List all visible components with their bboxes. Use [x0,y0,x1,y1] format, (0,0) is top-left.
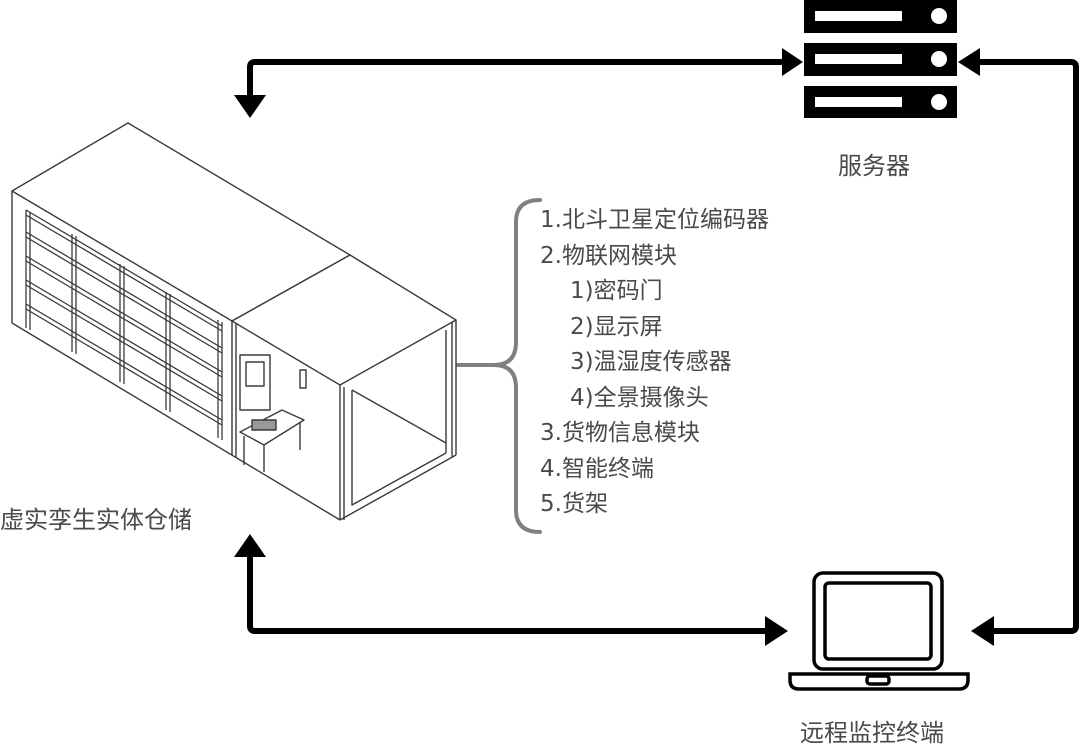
arrowhead-up [234,534,266,557]
list-item: 4.智能终端 [540,455,654,482]
connector-line [247,59,783,98]
server-label: 服务器 [838,152,910,180]
list-brace [456,198,542,534]
arrowhead-left [958,48,980,76]
server-unit [804,0,957,33]
list-item: 5.货架 [540,491,608,517]
list-item: 1.北斗卫星定位编码器 [540,207,769,233]
terminal-label: 远程监控终端 [800,719,944,747]
list-subitem: 4)全景摄像头 [570,384,709,411]
list-subitem: 3)温湿度传感器 [570,349,732,375]
connector-line [247,555,768,634]
arrow-warehouse-terminal [247,555,768,634]
laptop-screen-outer [812,571,944,671]
list-item: 3.货物信息模块 [540,420,700,446]
warehouse-illustration [11,122,457,521]
password-door-lock [299,369,307,389]
shelving-rack [25,209,223,440]
connector-line [978,59,1079,634]
server-unit [804,86,957,118]
list-subitem: 1)密码门 [570,278,663,304]
laptop-base [788,672,970,691]
list-subitem: 2)显示屏 [570,313,663,340]
laptop-screen-inner [823,581,933,661]
arrowhead-down [234,95,266,118]
arrowhead-right [765,616,788,646]
laptop-touchpad [865,674,891,686]
components-list: 1.北斗卫星定位编码器 2.物联网模块 1)密码门 2)显示屏 3)温湿度传感器… [540,203,769,523]
smart-terminal-table [239,409,305,472]
arrow-server-warehouse [247,59,783,98]
server-unit [804,43,957,76]
display-screen [239,354,271,411]
list-item: 2.物联网模块 [540,242,677,269]
laptop-icon [788,571,970,691]
arrowhead-right [782,48,803,76]
arrowhead-left [971,616,994,646]
warehouse-label: 虚实孪生实体仓储 [0,506,192,534]
server-icon [804,0,957,118]
arrow-server-terminal [978,59,1079,634]
